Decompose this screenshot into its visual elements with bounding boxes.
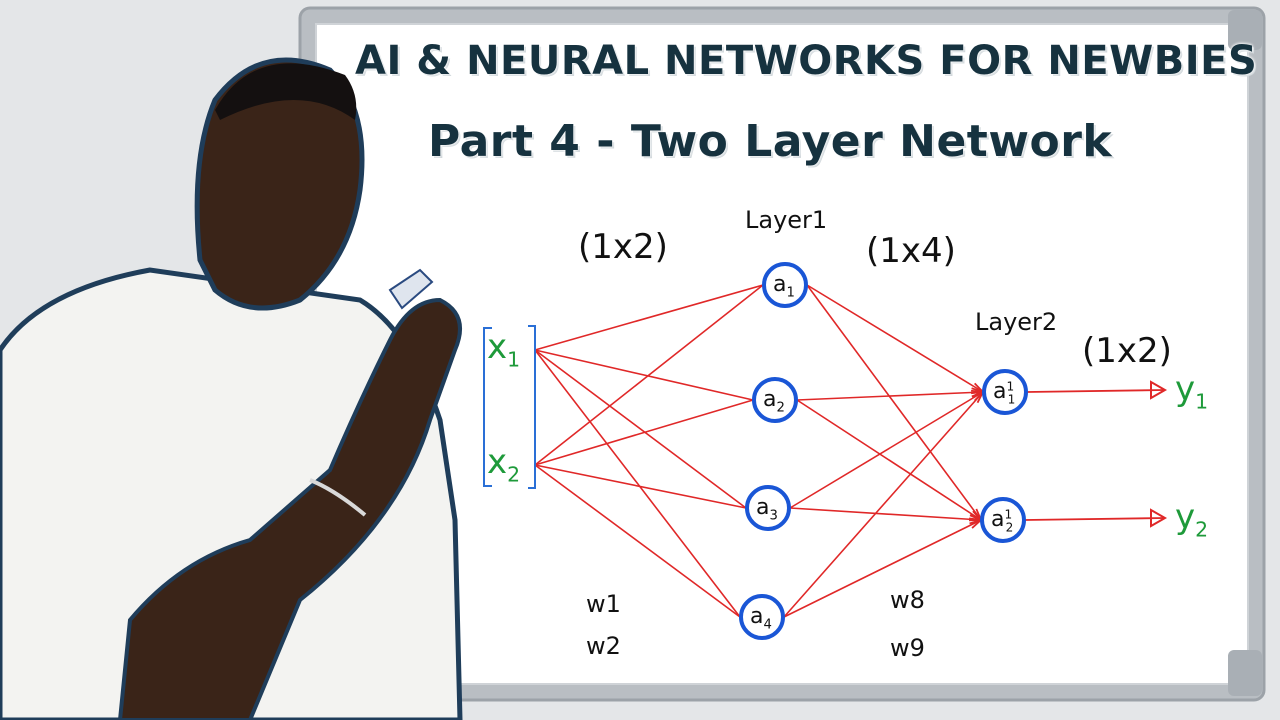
layer2-node-a1_2-circle	[982, 369, 1028, 415]
layer1-node-a4-label: a4	[750, 604, 772, 633]
subtitle: Part 4 - Two Layer Network	[428, 116, 1113, 167]
output-label-y1: y1	[1175, 369, 1208, 414]
output-arrow-1	[1026, 389, 1166, 393]
layer1-label: Layer1	[745, 206, 827, 234]
layer1-node-a2-label: a2	[763, 387, 785, 416]
edge-x2-a4	[534, 464, 741, 618]
input-bracket-left	[483, 327, 492, 487]
edge-a1-l2a2	[806, 284, 982, 521]
output-arrowhead	[1150, 508, 1168, 528]
layer2-shape-label: (1x2)	[1082, 331, 1172, 371]
layer1-node-a3-label: a3	[756, 495, 778, 524]
edge-a1-l2a1	[806, 284, 984, 393]
layer2-node-a2_2-circle	[980, 497, 1026, 543]
edge-x2-a2	[534, 399, 754, 466]
output-label-y2: y2	[1175, 497, 1208, 542]
edge-a4-l2a1	[783, 391, 984, 618]
output-arrow-2	[1024, 517, 1166, 521]
edge-x1-a4	[534, 349, 741, 618]
layer1-shape-label: (1x4)	[866, 231, 956, 271]
layer1-node-a3-circle	[745, 485, 791, 531]
output-arrowhead	[1150, 380, 1168, 400]
layer1-node-a1-circle	[762, 262, 808, 308]
input-bracket-right	[528, 325, 536, 489]
weight-label-left-1: w1	[586, 590, 621, 618]
layer1-node-a1-label: a1	[773, 272, 795, 301]
edge-x2-a1	[534, 284, 764, 466]
edge-a2-l2a1	[796, 391, 984, 401]
edge-a2-l2a2	[796, 399, 982, 521]
edge-arrowhead	[968, 519, 982, 529]
edge-x2-a3	[534, 464, 747, 509]
edge-x1-a3	[534, 349, 747, 509]
weight-label-right-1: w8	[890, 586, 925, 614]
edge-a4-l2a2	[783, 519, 982, 618]
input-label-x1: x1	[487, 327, 520, 372]
layer1-node-a2-circle	[752, 377, 798, 423]
layer1-node-a4-circle	[739, 594, 785, 640]
edge-x1-a1	[534, 284, 764, 351]
presenter-figure	[0, 57, 463, 720]
whiteboard	[315, 23, 1249, 685]
edge-a3-l2a2	[789, 507, 982, 521]
edge-x1-a2	[534, 349, 754, 401]
weight-label-left-2: w2	[586, 632, 621, 660]
weight-label-right-2: w9	[890, 634, 925, 662]
input-label-x2: x2	[487, 442, 520, 487]
input-shape-label: (1x2)	[578, 227, 668, 267]
edge-a3-l2a1	[789, 391, 984, 509]
layer2-label: Layer2	[975, 308, 1057, 336]
main-title: AI & NEURAL NETWORKS FOR NEWBIES	[355, 38, 1258, 84]
